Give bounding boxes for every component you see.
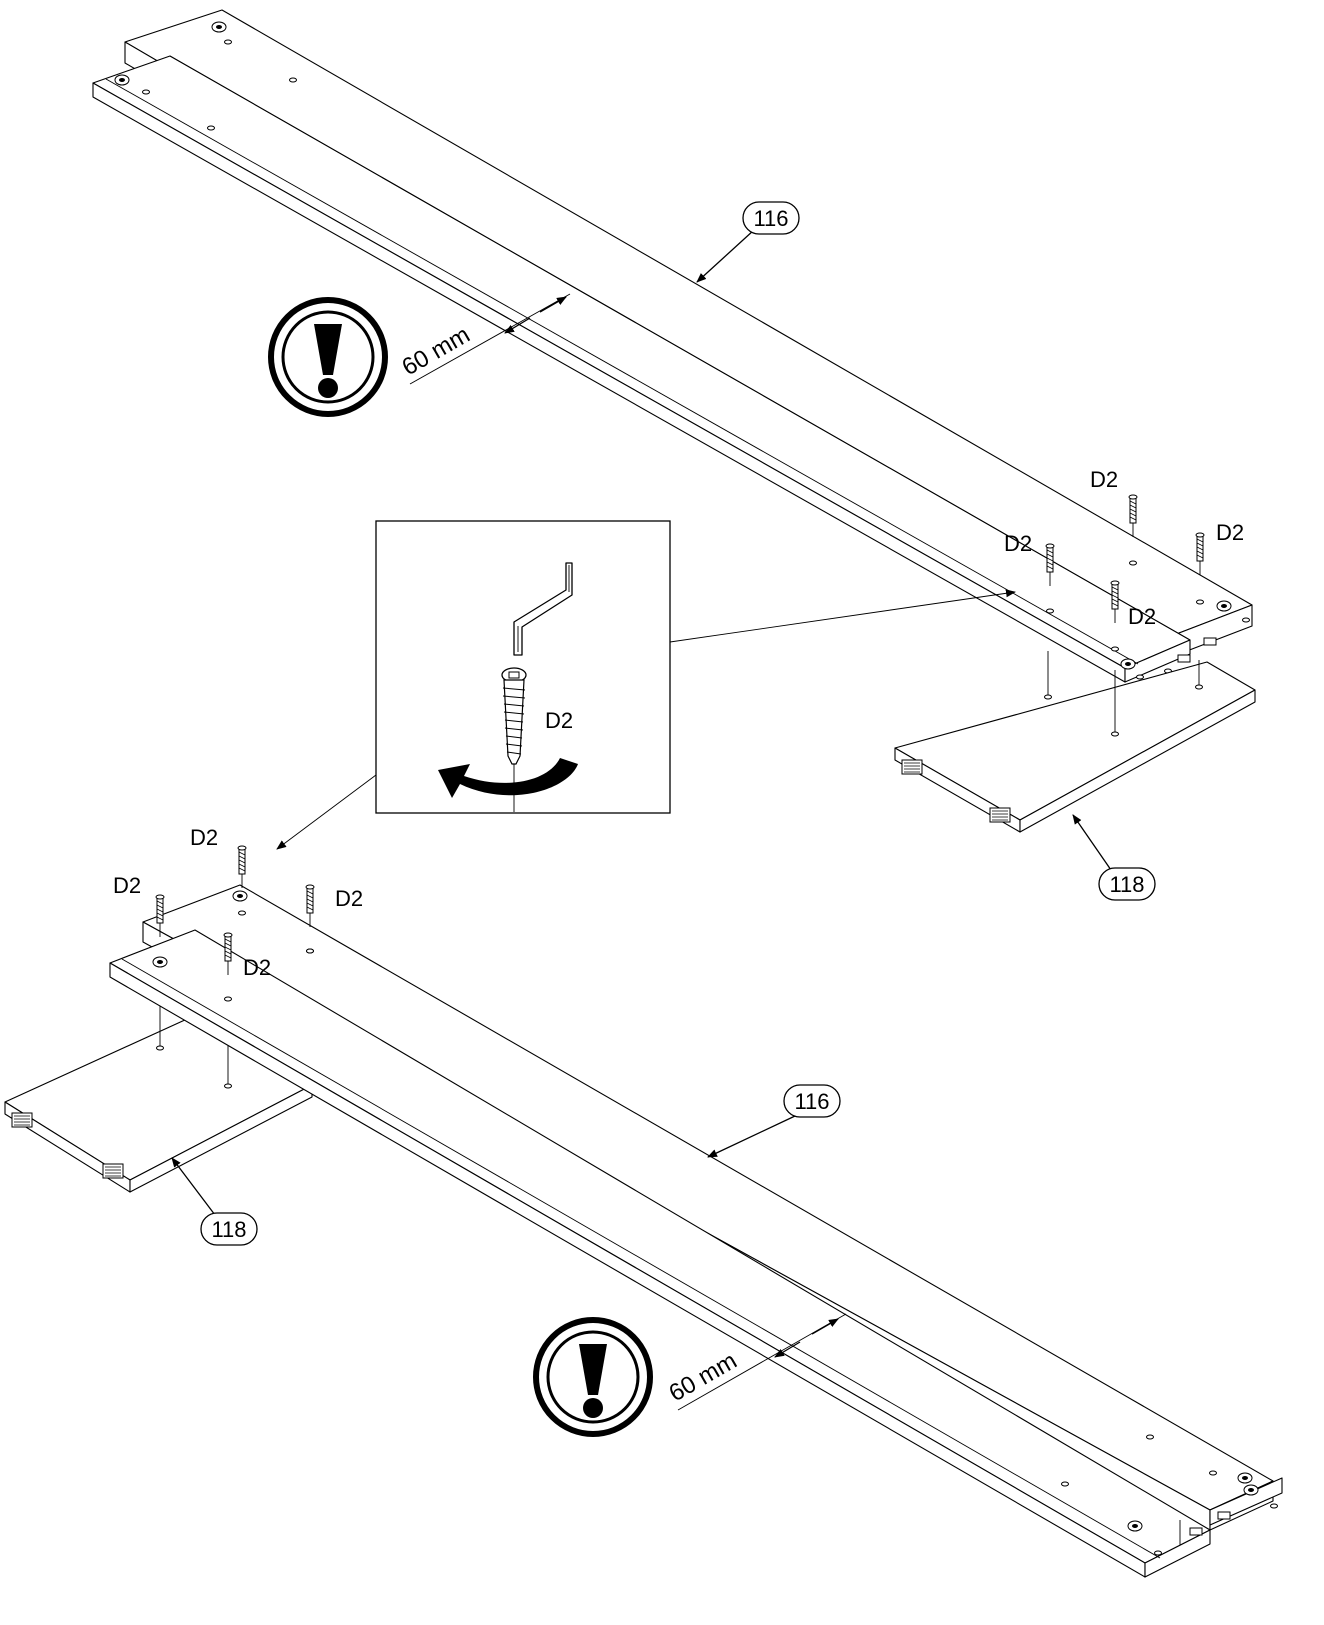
- fastener-label: D2: [1004, 531, 1032, 556]
- fastener-label: D2: [113, 873, 141, 898]
- callout-116-upper: 116: [696, 201, 800, 283]
- hex-key-icon: [513, 562, 573, 656]
- screw-d2: [1128, 494, 1138, 538]
- fastener-label: D2: [335, 886, 363, 911]
- warning-icon: [271, 300, 385, 414]
- fastener-label: D2: [190, 825, 218, 850]
- upper-board-assembly: [92, 9, 1253, 683]
- clockwise-arrow-icon: [438, 758, 578, 798]
- warning-icon: [536, 1320, 650, 1434]
- detail-leader: [669, 589, 1016, 643]
- callout-118-lower: 118: [171, 1157, 258, 1246]
- detail-box: D2: [375, 520, 671, 814]
- connector-peg: [1177, 637, 1217, 663]
- fastener-label: D2: [1216, 520, 1244, 545]
- screw-d2: [237, 845, 247, 889]
- svg-text:116: 116: [794, 1089, 829, 1114]
- fastener-label: D2: [1090, 467, 1118, 492]
- svg-text:118: 118: [211, 1217, 246, 1242]
- upper-shelf-118: [894, 651, 1256, 833]
- lower-board-assembly: [109, 884, 1283, 1578]
- fastener-label: D2: [1128, 604, 1156, 629]
- callout-118-upper: 118: [1072, 814, 1156, 901]
- screw-d2: [1195, 532, 1205, 576]
- fastener-label: D2: [243, 955, 271, 980]
- detail-leader: [276, 774, 377, 850]
- screw-d2-detail: [501, 667, 527, 812]
- svg-text:118: 118: [1109, 872, 1144, 897]
- screw-d2: [305, 884, 315, 928]
- connector-peg: [1189, 1511, 1231, 1536]
- callout-116-lower: 116: [707, 1084, 841, 1158]
- svg-text:60 mm: 60 mm: [665, 1347, 742, 1407]
- svg-text:116: 116: [753, 206, 788, 231]
- svg-text:60 mm: 60 mm: [398, 321, 475, 381]
- fastener-label: D2: [545, 708, 573, 733]
